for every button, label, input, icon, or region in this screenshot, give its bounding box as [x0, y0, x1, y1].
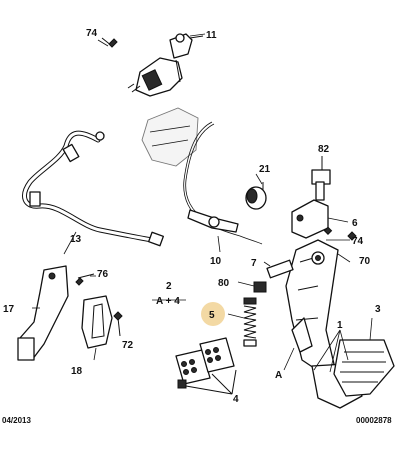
pedal-pad-3 [333, 339, 395, 397]
callout-82: 82 [318, 144, 330, 155]
footer-reference: 00002878 [356, 416, 392, 425]
clutch-hose [22, 130, 164, 247]
screw-marker-76 [75, 273, 95, 286]
bracket-17 [17, 265, 69, 361]
push-rod-7 [266, 259, 294, 279]
clutch-pipe [183, 121, 263, 245]
callout-2: 2 [166, 281, 172, 292]
callout-80: 80 [218, 278, 230, 289]
clutch-slave-cylinder [127, 33, 204, 97]
damper-80 [253, 281, 267, 293]
callout-1: 1 [337, 320, 343, 331]
callout-72: 72 [122, 340, 134, 351]
callout-labels: 74 11 21 82 6 74 70 13 76 2 A + 4 10 7 8… [3, 28, 381, 405]
callout-18: 18 [71, 366, 83, 377]
callout-2-sub: A + 4 [156, 296, 180, 307]
callout-7: 7 [251, 258, 257, 269]
callout-10: 10 [210, 256, 222, 267]
footer-date: 04/2013 [2, 416, 31, 425]
spring-unit-A [291, 317, 313, 353]
callout-6: 6 [352, 218, 358, 229]
switch-sensor-82 [311, 156, 331, 201]
callout-11: 11 [206, 30, 217, 41]
pedal-rubbers-4 [175, 337, 237, 395]
transmission-housing-outline [141, 107, 199, 167]
callout-A: A [275, 370, 282, 381]
callout-5: 5 [209, 310, 215, 321]
screw-marker-72 [113, 311, 123, 337]
screw-marker-70 [347, 231, 357, 241]
leader-lines [32, 33, 373, 373]
callout-17: 17 [3, 304, 15, 315]
screw-marker-74-top [101, 37, 118, 48]
bracket-6 [291, 199, 329, 239]
grommet-21 [245, 182, 267, 210]
callout-74-pedal: 74 [352, 236, 364, 247]
callout-13: 13 [70, 234, 82, 245]
bracket-18 [81, 295, 113, 349]
callout-74-top: 74 [86, 28, 98, 39]
return-spring-5 [243, 297, 257, 347]
callout-76: 76 [97, 269, 109, 280]
callout-70: 70 [359, 256, 371, 267]
callout-4: 4 [233, 394, 239, 405]
callout-3: 3 [375, 304, 381, 315]
callout-21: 21 [259, 164, 271, 175]
callout-5-highlight [201, 302, 225, 326]
